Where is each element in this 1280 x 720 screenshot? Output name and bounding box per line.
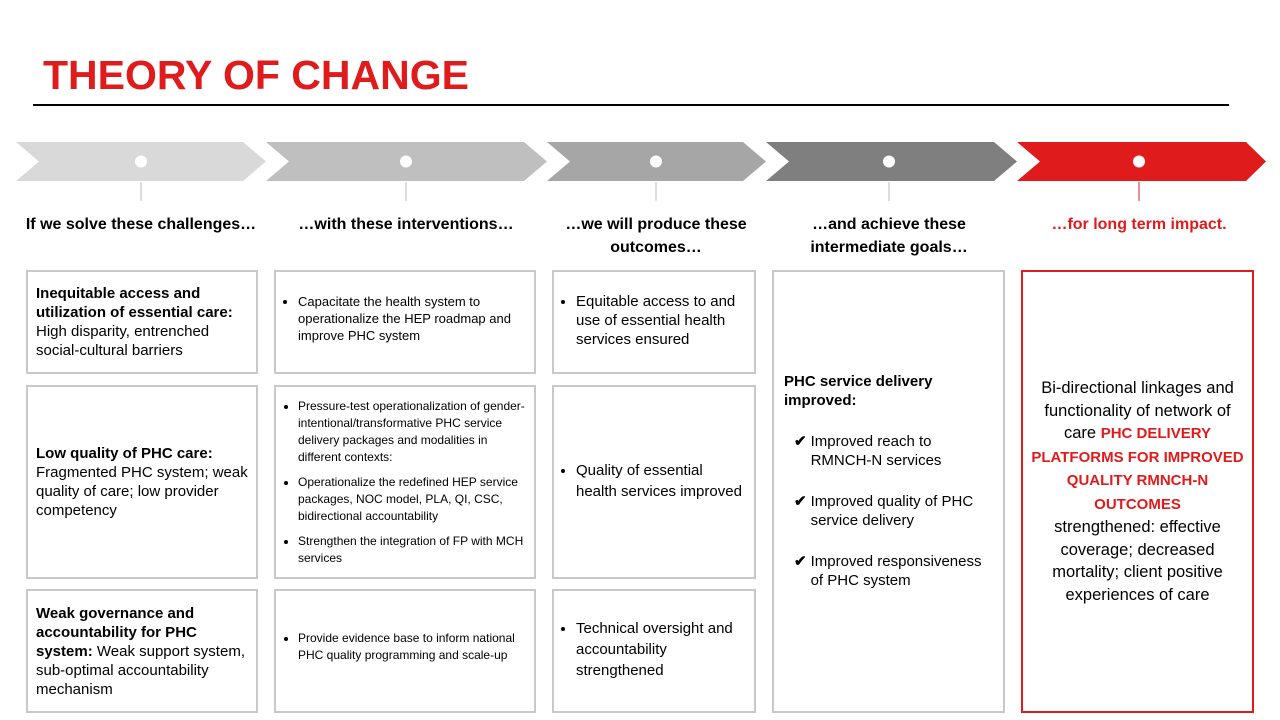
impact-highlight: PHC DELIVERY PLATFORMS FOR IMPROVED QUAL…: [1031, 425, 1244, 513]
intervention-box: Provide evidence base to inform national…: [274, 589, 536, 713]
outcome-box: Quality of essential health services imp…: [552, 385, 756, 579]
impact-box: Bi-directional linkages and functionalit…: [1021, 270, 1254, 713]
list-item: Capacitate the health system to operatio…: [298, 293, 526, 344]
challenge-title: Low quality of PHC care:: [36, 445, 213, 462]
stage-dot: [135, 155, 147, 168]
challenge-box: Weak governance and accountability for P…: [26, 589, 258, 713]
check-icon: ✔: [794, 553, 807, 570]
stage-dot: [650, 155, 662, 168]
goal-item: Improved quality of PHC service delivery: [810, 493, 974, 529]
stage-dot: [883, 155, 895, 168]
challenge-box: Low quality of PHC care: Fragmented PHC …: [26, 385, 258, 579]
header-goals: …and achieve these intermediate goals…: [810, 216, 968, 256]
list-item: Provide evidence base to inform national…: [298, 630, 526, 664]
list-item: Pressure-test operationalization of gend…: [298, 398, 526, 466]
stage-chevrons: [16, 142, 1266, 201]
title-divider: [33, 104, 1229, 106]
intervention-box: Pressure-test operationalization of gend…: [274, 385, 536, 579]
challenge-text: High disparity, entrenched social-cultur…: [36, 323, 210, 359]
goals-heading: PHC service delivery improved:: [784, 373, 933, 409]
goal-item: Improved reach to RMNCH-N services: [810, 433, 942, 469]
list-item: Operationalize the redefined HEP service…: [298, 474, 526, 525]
header-challenges: If we solve these challenges…: [25, 216, 257, 233]
page-title: THEORY OF CHANGE: [43, 52, 469, 98]
header-interventions: …with these interventions…: [298, 216, 514, 233]
list-item: Technical oversight and accountability s…: [576, 618, 746, 681]
outcome-box: Equitable access to and use of essential…: [552, 270, 756, 374]
stage-dot: [400, 155, 412, 168]
header-outcomes: …we will produce these outcomes…: [565, 216, 747, 256]
stage-dot: [1133, 155, 1145, 168]
challenge-title: Weak governance and accountability for P…: [36, 604, 197, 660]
goals-box: PHC service delivery improved: ✔Improved…: [772, 270, 1005, 713]
intervention-box: Capacitate the health system to operatio…: [274, 270, 536, 374]
outcome-box: Technical oversight and accountability s…: [552, 589, 756, 713]
challenge-text: Weak support system, sub-optimal account…: [36, 642, 245, 698]
impact-text-post: strengthened: effective coverage; decrea…: [1052, 518, 1223, 604]
check-icon: ✔: [794, 493, 807, 510]
check-icon: ✔: [794, 433, 807, 450]
goal-item: Improved responsiveness of PHC system: [810, 553, 982, 589]
challenge-title: Inequitable access and utilization of es…: [36, 285, 233, 321]
header-impact: …for long term impact.: [1051, 216, 1227, 233]
list-item: Quality of essential health services imp…: [576, 460, 746, 502]
list-item: Strengthen the integration of FP with MC…: [298, 533, 526, 567]
impact-text: Bi-directional linkages and functionalit…: [1041, 379, 1234, 442]
challenge-box: Inequitable access and utilization of es…: [26, 270, 258, 374]
list-item: Equitable access to and use of essential…: [576, 292, 746, 349]
challenge-text: Fragmented PHC system; weak quality of c…: [36, 464, 248, 519]
